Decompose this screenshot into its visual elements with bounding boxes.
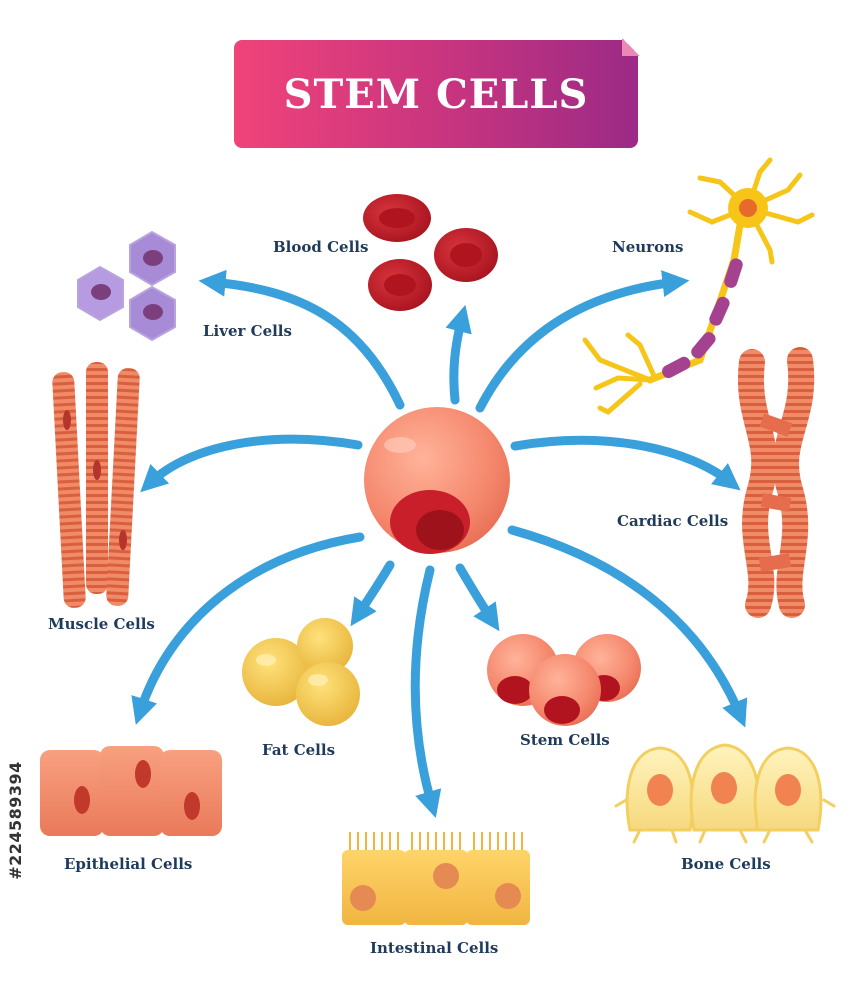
label-muscle-cells: Muscle Cells bbox=[48, 615, 155, 633]
cardiac-cells-illustration bbox=[738, 347, 815, 618]
arrow-to-liver bbox=[198, 269, 405, 410]
neuron-body bbox=[662, 188, 768, 379]
epithelial-cells-illustration bbox=[40, 746, 222, 836]
diagram-title: STEM CELLS bbox=[283, 70, 589, 118]
arrow-to-fat bbox=[350, 560, 395, 627]
banner-corner-fold bbox=[622, 38, 640, 56]
fat-cells-illustration bbox=[242, 618, 360, 726]
arrow-to-epithelial bbox=[131, 532, 365, 725]
credit-id-vertical: #224589394 bbox=[4, 755, 26, 885]
differentiation-arrows bbox=[131, 269, 748, 818]
arrow-to-stem bbox=[455, 563, 500, 632]
label-bone-cells: Bone Cells bbox=[681, 855, 771, 873]
label-fat-cells: Fat Cells bbox=[262, 741, 336, 759]
blood-cells-illustration bbox=[363, 194, 498, 311]
label-intestinal-cells: Intestinal Cells bbox=[370, 939, 499, 957]
intestinal-cells-illustration bbox=[342, 832, 530, 925]
arrow-to-blood bbox=[445, 304, 472, 405]
arrow-to-cardiac bbox=[510, 435, 741, 491]
stem-cells-cluster-illustration bbox=[487, 634, 641, 726]
label-liver-cells: Liver Cells bbox=[203, 322, 292, 340]
label-epithelial-cells: Epithelial Cells bbox=[64, 855, 193, 873]
arrow-to-muscle bbox=[140, 434, 363, 493]
label-stem-cells: Stem Cells bbox=[520, 731, 610, 749]
arrow-to-bone bbox=[507, 525, 748, 728]
title-banner: STEM CELLS bbox=[234, 38, 640, 148]
bone-cells-illustration bbox=[614, 743, 836, 844]
credit-id-text: #224589394 bbox=[5, 760, 25, 880]
arrow-to-neurons bbox=[475, 270, 690, 413]
label-neurons: Neurons bbox=[612, 238, 684, 256]
arrow-to-intestinal bbox=[410, 565, 442, 818]
muscle-cells-illustration bbox=[52, 362, 140, 608]
label-blood-cells: Blood Cells bbox=[273, 238, 369, 256]
label-cardiac-cells: Cardiac Cells bbox=[617, 512, 729, 530]
central-stem-cell bbox=[364, 407, 510, 554]
liver-cells-illustration bbox=[77, 230, 176, 342]
neuron-illustration bbox=[582, 157, 815, 415]
